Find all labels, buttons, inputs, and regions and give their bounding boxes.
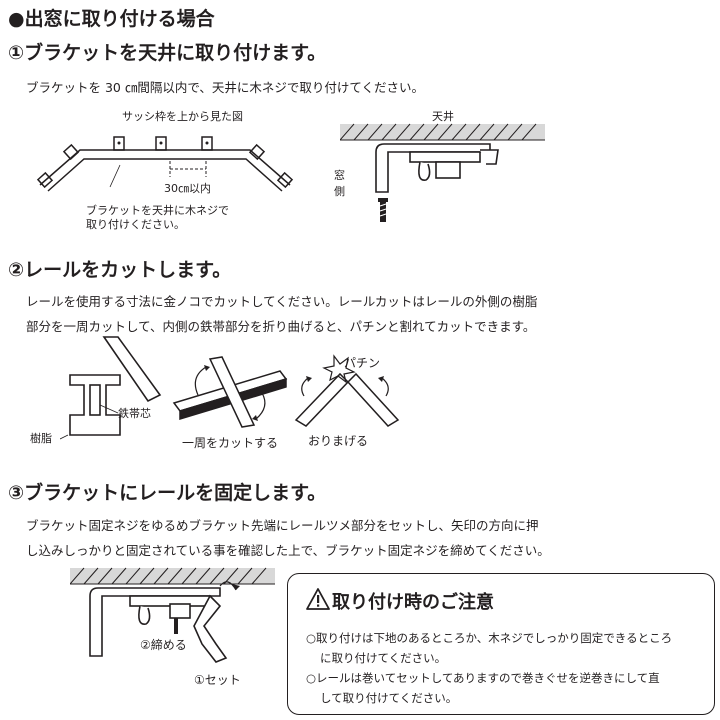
step1-fig-note-line1: ブラケットを天井に木ネジで — [86, 204, 229, 217]
bay-window-top-view-figure — [36, 136, 294, 192]
step1-window-side-label: 窓側 — [334, 169, 345, 198]
notice-line3: ○レールは巻いてセットしてありますので巻きぐせを逆巻きにして直 — [306, 671, 660, 685]
step3-text-line2: し込みしっかりと固定されている事を確認した上で、ブラケット固定ネジを締めてくださ… — [26, 543, 550, 558]
step3-title: ③ブラケットにレールを固定します。 — [8, 482, 327, 504]
step2-text-line1: レールを使用する寸法に金ノコでカットしてください。レールカットはレールの外側の樹… — [26, 294, 538, 309]
rail-fold-figure — [294, 354, 400, 427]
step3-label-set: ①セット — [194, 673, 241, 687]
step1-text: ブラケットを 30 ㎝間隔以内で、天井に木ネジで取り付けてください。 — [26, 80, 424, 95]
step3-label-tighten: ②締める — [140, 638, 187, 652]
notice-box: 取り付け時のご注意 ○取り付けは下地のあるところか、木ネジでしっかり固定できると… — [287, 573, 715, 715]
notice-line2: に取り付けてください。 — [320, 651, 447, 665]
rail-cut-figure — [172, 356, 288, 428]
notice-line1: ○取り付けは下地のあるところか、木ネジでしっかり固定できるところ — [306, 631, 673, 645]
rail-cross-section-figure — [60, 336, 162, 440]
step1-ceiling-label: 天井 — [432, 110, 454, 123]
main-heading: ●出窓に取り付ける場合 — [8, 8, 215, 30]
step2-label-fold: おりまげる — [308, 434, 369, 448]
step1-title: ①ブラケットを天井に取り付けます。 — [8, 42, 327, 64]
step1-fig-spacing-label: 30㎝以内 — [164, 182, 211, 195]
ceiling-bracket-side-figure — [340, 123, 545, 222]
step2-label-resin: 樹脂 — [30, 432, 52, 445]
step3-text-line1: ブラケット固定ネジをゆるめブラケット先端にレールツメ部分をセットし、矢印の方向に… — [26, 518, 539, 533]
rail-bracket-fix-figure — [70, 567, 275, 663]
step1-fig-top-label: サッシ枠を上から見た図 — [122, 110, 243, 123]
warning-icon — [306, 588, 330, 610]
step2-text-line2: 部分を一周カットして、内側の鉄帯部分を折り曲げると、パチンと割れてカットできます… — [26, 319, 536, 334]
notice-line4: して取り付けてください。 — [320, 691, 458, 705]
step2-label-iron: 鉄帯芯 — [118, 407, 151, 420]
step1-fig-note-line2: 取り付けください。 — [86, 218, 185, 231]
step2-title: ②レールをカットします。 — [8, 259, 232, 281]
notice-title: 取り付け時のご注意 — [332, 592, 494, 613]
step2-label-pachin: パチン — [344, 356, 381, 370]
step2-label-cut: 一周をカットする — [182, 436, 279, 450]
